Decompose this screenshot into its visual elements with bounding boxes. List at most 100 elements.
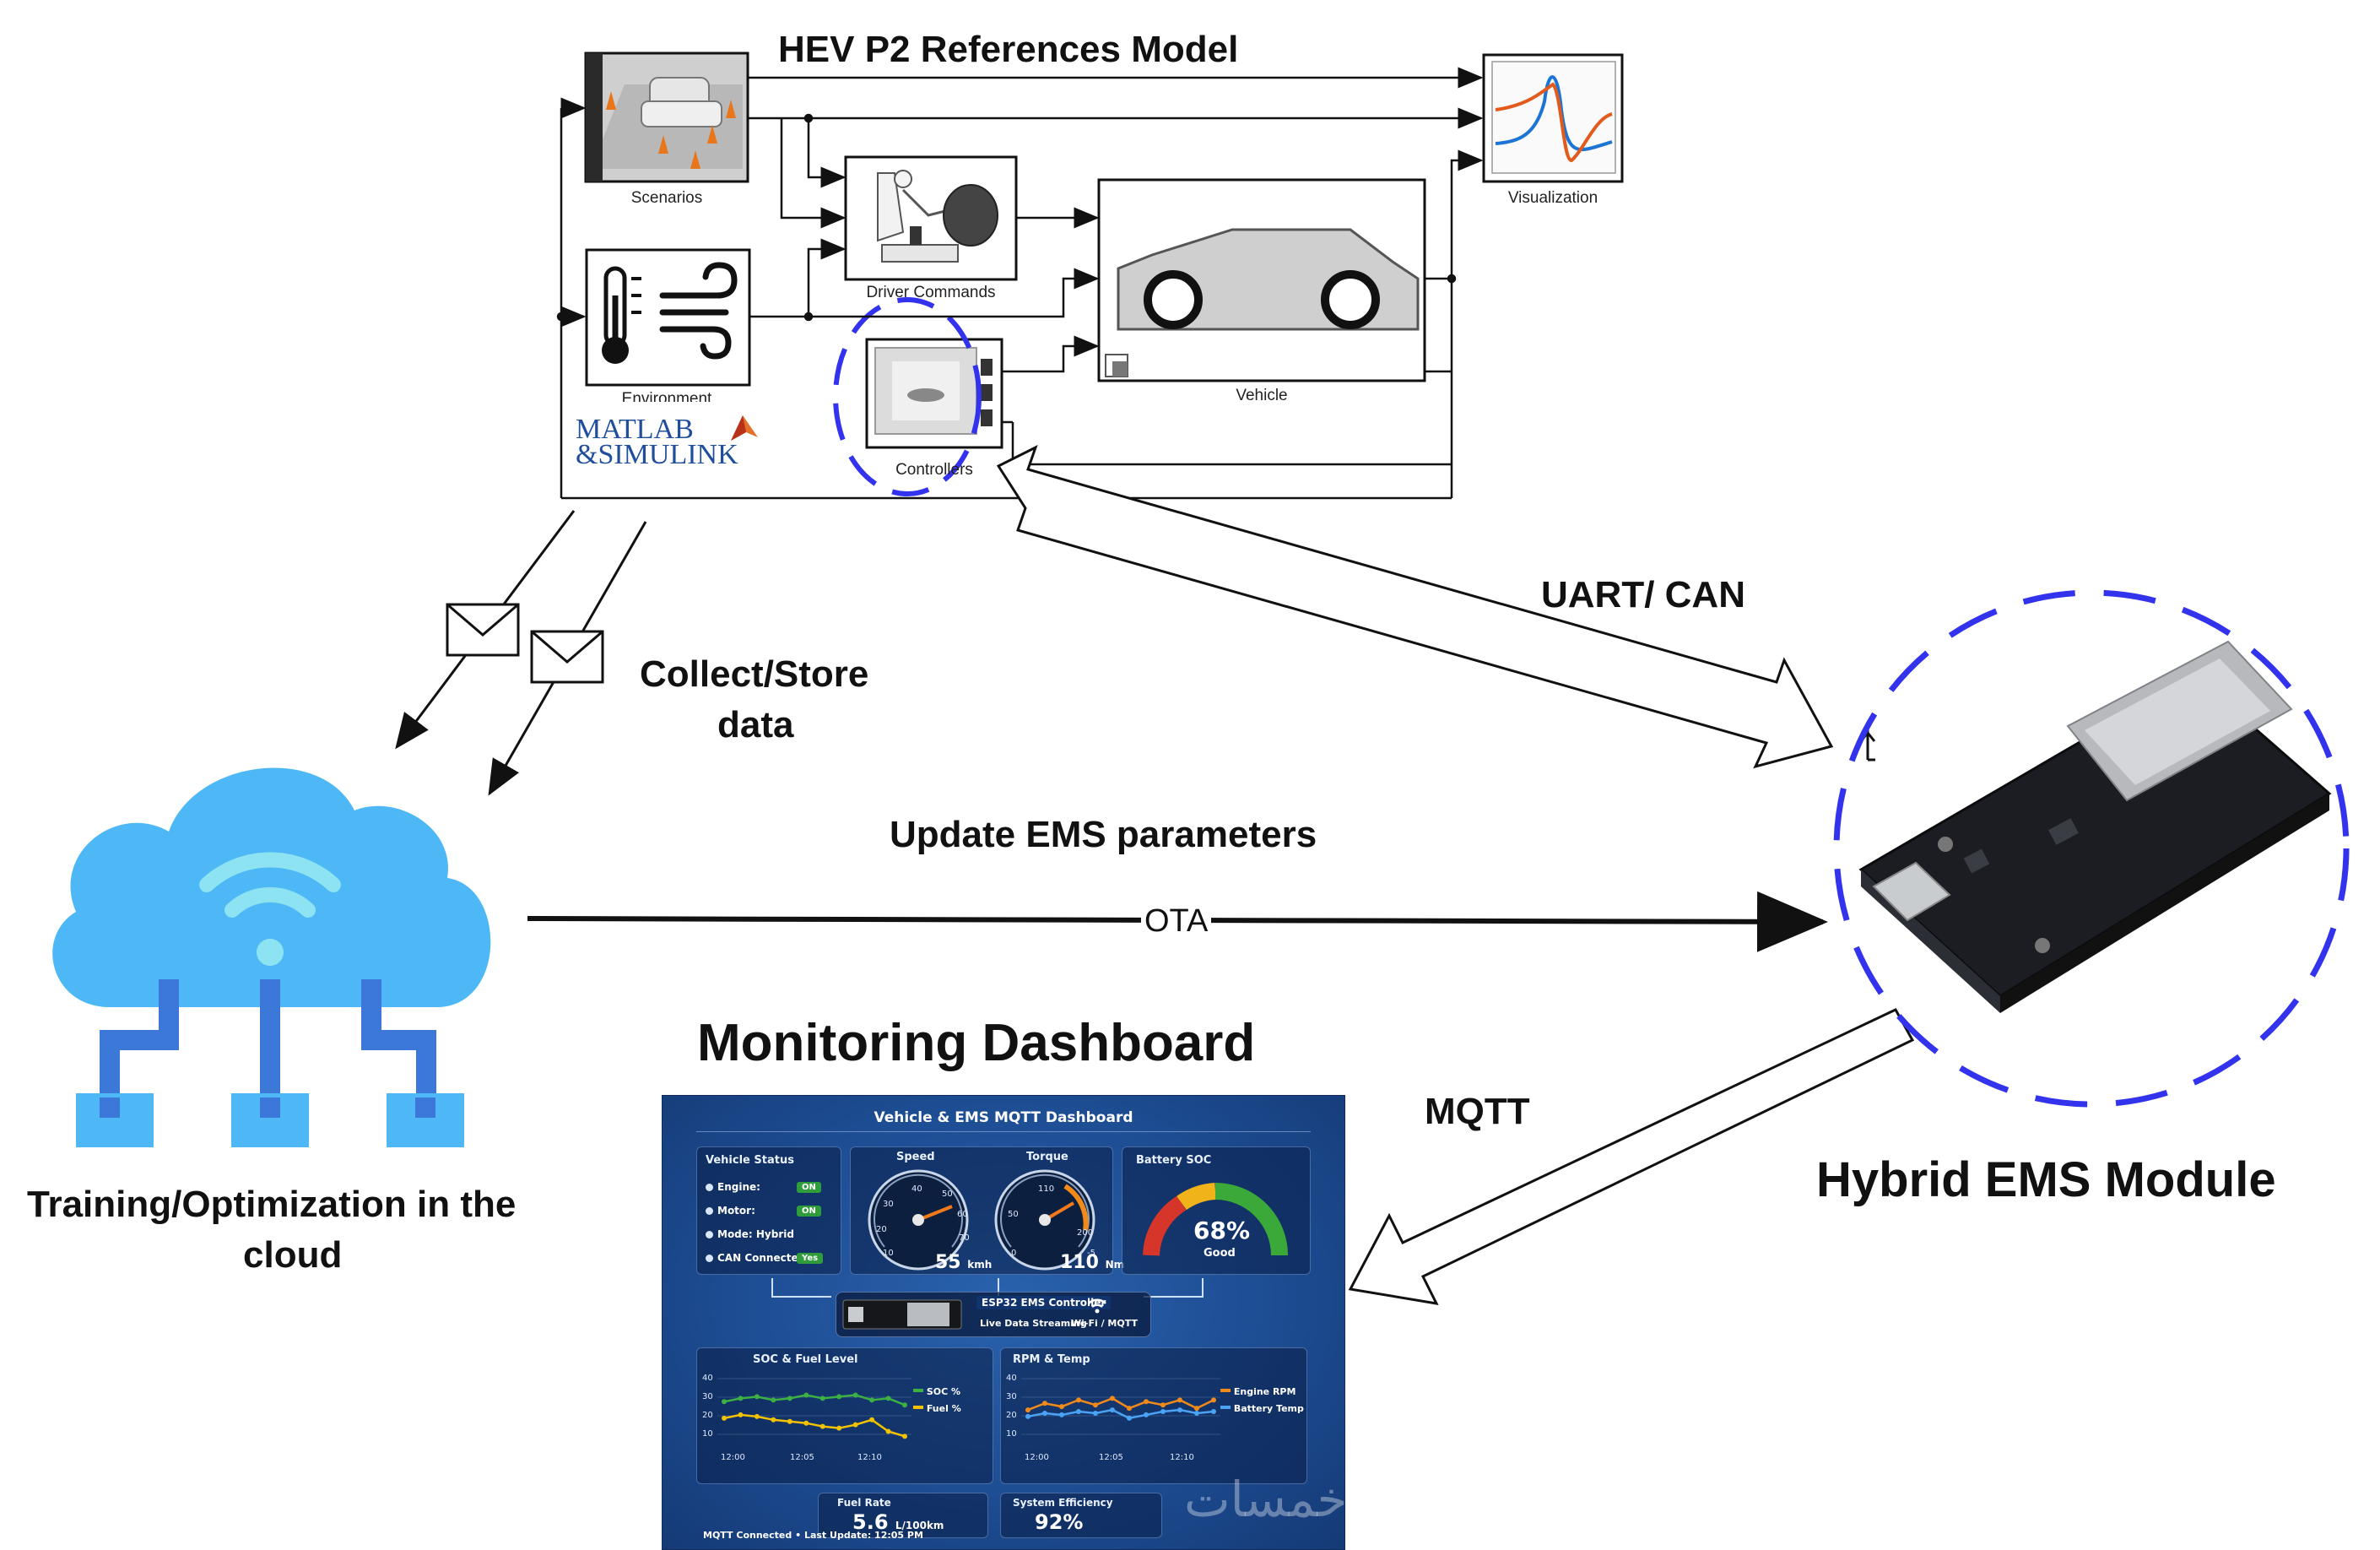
data-point — [754, 1413, 760, 1419]
vehicle-label: Vehicle — [1236, 387, 1288, 404]
data-point — [1160, 1402, 1166, 1408]
model-title: HEV P2 References Model — [778, 29, 1239, 70]
mqtt-arrow — [1348, 1008, 1915, 1305]
collect-data-arrows — [395, 510, 647, 796]
data-point — [1160, 1409, 1166, 1415]
controllers-block[interactable] — [865, 338, 1003, 449]
data-point — [869, 1417, 875, 1423]
data-point — [1093, 1402, 1098, 1408]
collect-store-label-1: Collect/Store — [640, 653, 869, 695]
rpm-y-tick: 40 — [1006, 1374, 1017, 1383]
fuel-legend-swatch — [913, 1406, 923, 1409]
speed-tick: 30 — [883, 1200, 894, 1209]
soc-x-tick: 12:00 — [721, 1453, 745, 1462]
soc-x-tick: 12:10 — [857, 1453, 882, 1462]
soc-y-tick: 10 — [702, 1429, 713, 1439]
speed-title: Speed — [896, 1151, 935, 1163]
engine-status-badge: ON — [797, 1182, 821, 1193]
engine-icon — [706, 1184, 713, 1191]
fuel-legend-label: Fuel % — [926, 1403, 961, 1414]
matlab-simulink-logo: MATLAB &SIMULINK — [576, 414, 758, 470]
system-efficiency-panel: System Efficiency 92% — [1000, 1493, 1162, 1538]
data-point — [1025, 1413, 1030, 1419]
engine-label: Engine: — [717, 1181, 760, 1193]
series-line — [723, 1394, 906, 1406]
wifi-mqtt-label: Wi-Fi / MQTT — [1071, 1318, 1138, 1329]
data-point — [1076, 1409, 1081, 1415]
can-status-badge: Yes — [797, 1253, 824, 1264]
speed-tick: 50 — [942, 1190, 953, 1199]
speed-tick: 20 — [876, 1225, 887, 1234]
data-point — [836, 1394, 842, 1400]
soc-y-tick: 20 — [702, 1411, 713, 1420]
header-divider — [696, 1131, 1311, 1132]
environment-block[interactable] — [585, 248, 751, 387]
data-point — [1177, 1397, 1182, 1403]
uart-can-label: UART/ CAN — [1541, 574, 1745, 615]
status-row-engine: Engine: — [706, 1181, 760, 1193]
cloud-icon — [52, 767, 491, 1147]
data-point — [722, 1399, 727, 1405]
data-point — [1042, 1410, 1047, 1416]
dashboard-footer: MQTT Connected • Last Update: 12:05 PM — [703, 1530, 923, 1541]
soc-y-tick: 30 — [702, 1392, 713, 1401]
soc-legend-swatch — [913, 1389, 923, 1392]
visualization-block[interactable] — [1482, 53, 1624, 183]
soc-fuel-plot — [717, 1378, 911, 1439]
fuel-rate-number: 5.6 — [852, 1510, 889, 1534]
rpm-legend-item: Engine RPM — [1220, 1384, 1304, 1401]
data-point — [787, 1396, 792, 1401]
data-point — [1127, 1406, 1132, 1412]
cloud-label-1: Training/Optimization in the — [27, 1184, 517, 1225]
data-point — [803, 1392, 809, 1398]
monitoring-dashboard: Vehicle & EMS MQTT Dashboard Vehicle Sta… — [662, 1095, 1345, 1550]
rpm-y-tick: 10 — [1006, 1429, 1017, 1439]
driver-commands-label: Driver Commands — [866, 284, 996, 301]
data-point — [771, 1417, 776, 1423]
esp32-board — [1858, 640, 2332, 1013]
data-point — [1127, 1415, 1132, 1421]
data-point — [771, 1397, 776, 1403]
scenarios-label: Scenarios — [630, 189, 703, 207]
data-point — [885, 1396, 891, 1401]
torque-value: 110 Nm — [1060, 1252, 1124, 1273]
vehicle-block[interactable] — [1097, 178, 1426, 382]
battery-soc-gauge — [1143, 1183, 1288, 1256]
rpm-legend-label: Engine RPM — [1233, 1386, 1296, 1397]
battery-soc-value: 68% — [1193, 1217, 1251, 1244]
esp32-controller-card: ESP32 EMS Controller Live Data Streaming… — [836, 1292, 1151, 1337]
ota-label: OTA — [1141, 903, 1212, 940]
data-point — [819, 1396, 825, 1401]
envelope-icon — [530, 630, 604, 684]
battery-soc-title: Battery SOC — [1136, 1154, 1212, 1167]
speed-tick: 60 — [957, 1210, 968, 1219]
soc-y-tick: 40 — [702, 1374, 713, 1383]
series-line — [1027, 1408, 1214, 1420]
controllers-highlight-circle — [833, 297, 982, 496]
logo-line-matlab: MATLAB — [576, 414, 694, 445]
torque-tick: 200 — [1077, 1228, 1094, 1238]
collect-store-label-2: data — [717, 704, 794, 745]
data-point — [1076, 1397, 1081, 1403]
data-point — [1110, 1396, 1115, 1401]
soc-legend-label: SOC % — [926, 1386, 961, 1397]
status-row-motor: Motor: — [706, 1205, 755, 1217]
mode-icon — [706, 1231, 713, 1238]
cloud-label-2: cloud — [243, 1234, 343, 1276]
data-point — [803, 1420, 809, 1426]
can-label: CAN Connected: — [717, 1252, 809, 1264]
data-point — [885, 1428, 891, 1434]
driver-commands-block[interactable] — [844, 155, 1018, 281]
matlab-membrane-icon — [731, 415, 758, 441]
data-point — [1093, 1410, 1098, 1416]
wifi-icon — [1088, 1298, 1106, 1314]
data-point — [902, 1433, 907, 1439]
update-ems-label: Update EMS parameters — [890, 814, 1317, 855]
speed-gauge — [868, 1169, 969, 1271]
logo-line-simulink: &SIMULINK — [576, 439, 738, 470]
scenarios-block[interactable] — [584, 51, 749, 183]
rpm-temp-chart-panel: RPM & Temp 40 30 20 10 12:00 12:05 12:10… — [1000, 1347, 1307, 1484]
efficiency-value: 92% — [1035, 1510, 1084, 1534]
visualization-label: Visualization — [1507, 189, 1598, 207]
